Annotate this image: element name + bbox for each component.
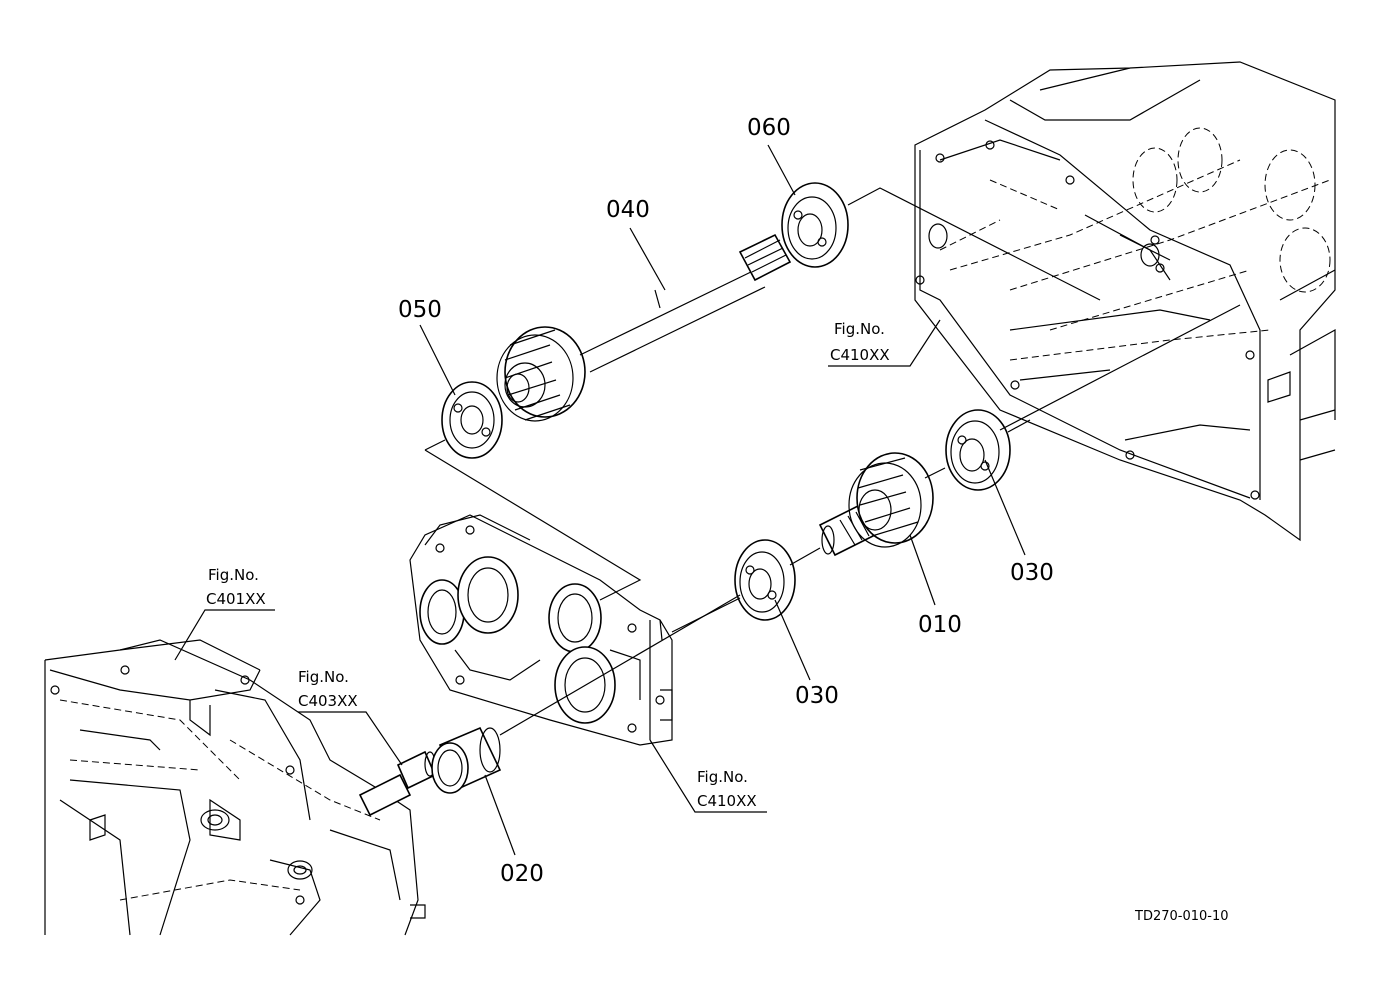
leader-lines xyxy=(174,144,1026,856)
part-number-050: 050 xyxy=(398,297,442,323)
lower-shaft-assembly-drawing xyxy=(431,409,1011,794)
ref-code-mid-right: C410XX xyxy=(697,792,757,810)
ref-label-left: Fig.No. xyxy=(208,566,259,584)
part-number-040: 040 xyxy=(606,197,650,223)
ref-label-shaft: Fig.No. xyxy=(298,668,349,686)
part-number-030-right: 030 xyxy=(1010,560,1054,586)
ref-code-shaft: C403XX xyxy=(298,692,358,710)
upper-shaft-assembly-drawing xyxy=(441,182,849,459)
left-case-drawing xyxy=(44,639,437,936)
part-number-060: 060 xyxy=(747,115,791,141)
ref-code-left: C401XX xyxy=(206,590,266,608)
part-number-010: 010 xyxy=(918,612,962,638)
ref-label-top-right: Fig.No. xyxy=(834,320,885,338)
part-number-030-left: 030 xyxy=(795,683,839,709)
part-number-020: 020 xyxy=(500,861,544,887)
drawing-code: TD270-010-10 xyxy=(1134,909,1229,924)
ref-code-top-right: C410XX xyxy=(830,346,890,364)
gear-case-cover-drawing xyxy=(409,514,673,746)
assembly-lines xyxy=(424,187,1241,736)
ref-label-mid-right: Fig.No. xyxy=(697,768,748,786)
right-housing-drawing xyxy=(914,61,1336,542)
